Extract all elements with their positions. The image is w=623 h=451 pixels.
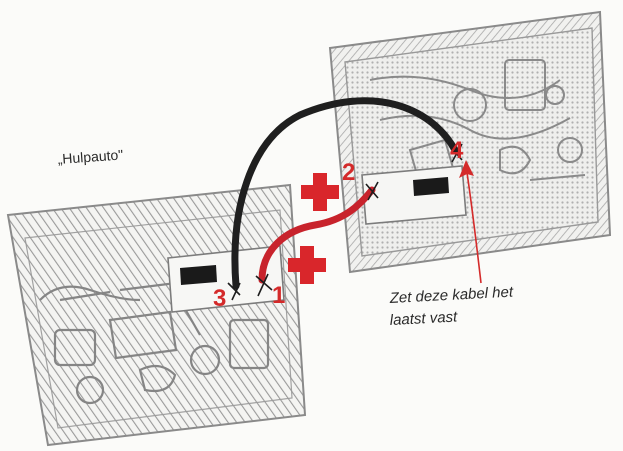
plus-icon [288, 246, 326, 284]
note-line-2: laatst vast [389, 308, 458, 329]
battery-label-dead [413, 177, 449, 196]
dead-battery-car [328, 10, 612, 274]
helper-car-label: „Hulpauto" [57, 146, 124, 167]
clamp-4 [449, 143, 463, 163]
clamp-2 [365, 181, 379, 201]
arrow-head-icon [459, 160, 474, 178]
plus-icon [301, 173, 339, 211]
clamp-1 [255, 273, 273, 297]
helper-car [6, 183, 307, 447]
pointer-arrow [465, 165, 482, 284]
terminal-number-2: 2 [342, 159, 355, 186]
red-cable [258, 186, 376, 284]
clamp-3 [227, 282, 241, 301]
terminal-number-1: 1 [272, 282, 285, 309]
battery-label-helper [180, 265, 217, 285]
note-line-1: Zet deze kabel het [388, 284, 514, 308]
terminal-number-4: 4 [450, 137, 464, 164]
black-cable [231, 97, 459, 290]
terminal-number-3: 3 [213, 285, 226, 312]
